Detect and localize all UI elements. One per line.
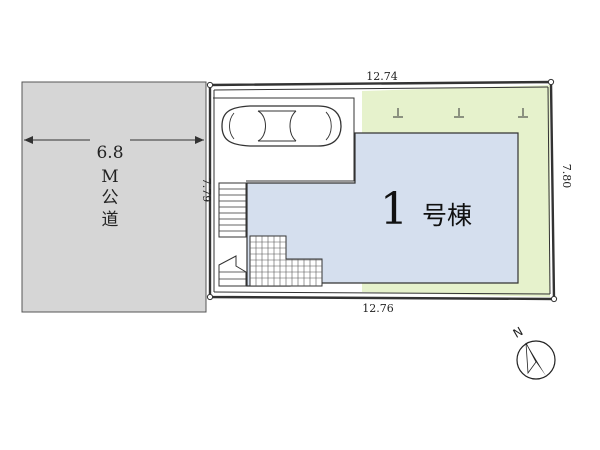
road-width-label: 6.8 — [96, 143, 123, 163]
corner-marker — [206, 293, 214, 301]
road-width-arrow-left — [24, 136, 33, 144]
lot-boundary-inner-right — [547, 86, 551, 295]
compass-needle-light — [525, 342, 537, 375]
dimension-right: 7.80 — [560, 164, 573, 189]
shrub-icon — [393, 108, 403, 118]
corner-marker — [206, 81, 214, 89]
shrub-icon — [454, 108, 464, 118]
lot: 1 号棟 — [206, 78, 558, 303]
entrance-steps — [218, 182, 247, 287]
corner-marker — [547, 78, 555, 86]
car-icon — [221, 105, 342, 147]
road-unit-label: M — [101, 167, 118, 187]
road-name-line1: 公 — [102, 188, 119, 208]
dimension-left: 7.79 — [200, 178, 213, 203]
dimension-top: 12.74 — [366, 70, 398, 83]
building-number: 1 — [380, 184, 408, 235]
lot-boundary-inner-top — [213, 86, 549, 91]
tiled-porch — [249, 235, 323, 287]
compass-needle-dark — [526, 343, 546, 376]
north-compass: N — [511, 324, 556, 380]
corner-marker — [550, 295, 558, 303]
dimension-bottom: 12.76 — [362, 302, 394, 315]
lot-boundary-inner-bottom — [213, 291, 551, 295]
shrub-icon — [518, 108, 528, 118]
parking-outline — [213, 97, 355, 182]
road-width-arrow-right — [195, 136, 204, 144]
compass-north-label: N — [511, 324, 526, 341]
public-road: 6.8 M 公 道 — [21, 81, 207, 313]
road-name-line2: 道 — [102, 210, 119, 230]
road-label-bg — [90, 134, 130, 232]
building-suffix: 号棟 — [422, 201, 472, 230]
